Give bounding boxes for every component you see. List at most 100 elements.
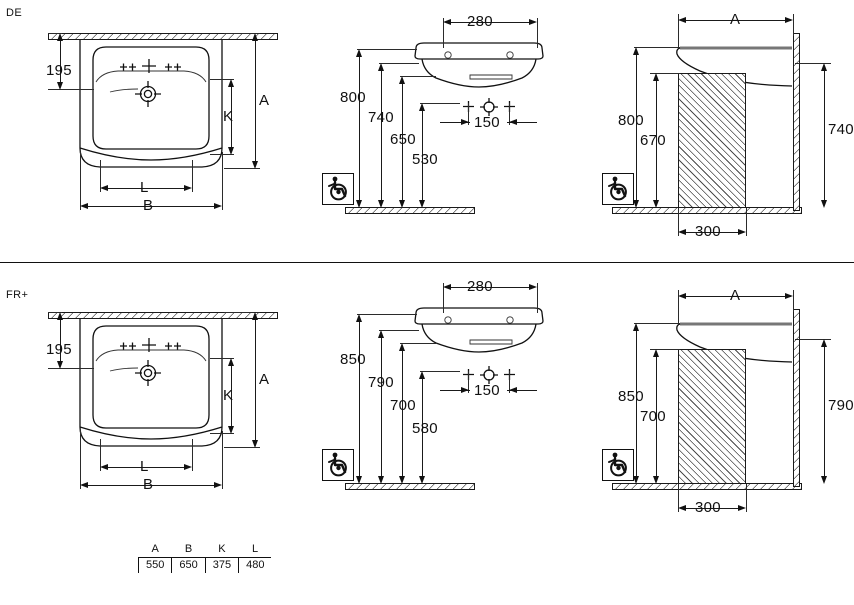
- dim-value-side-depth: A: [730, 11, 741, 28]
- arrowhead: [785, 293, 793, 299]
- ext-line: [443, 283, 444, 313]
- dim-value-height-800: 800: [340, 89, 366, 106]
- wall-hatch: [48, 312, 278, 319]
- basin-side-profile: [676, 320, 796, 366]
- dim-value-height-800: 800: [618, 112, 644, 129]
- arrowhead: [461, 387, 469, 393]
- ext-line: [224, 312, 260, 313]
- dim-line-700: [656, 352, 657, 480]
- dim-line-A: [681, 20, 791, 21]
- dim-value-tap-hole-spacing: 150: [474, 382, 500, 399]
- ext-line: [222, 152, 223, 210]
- ext-line: [795, 339, 831, 340]
- arrowhead: [633, 200, 639, 208]
- ext-line: [100, 160, 101, 192]
- arrowhead: [378, 200, 384, 208]
- ext-line: [357, 314, 417, 315]
- ext-line: [678, 290, 679, 324]
- ext-line: [192, 439, 193, 471]
- arrowhead: [378, 476, 384, 484]
- ext-line: [379, 330, 419, 331]
- taphole-marker-right: [163, 60, 183, 78]
- dim-line-280: [446, 287, 534, 288]
- ext-line: [537, 283, 538, 313]
- wheelchair-accessible-icon: [322, 173, 354, 205]
- arrowhead: [252, 161, 258, 169]
- taphole-marker-left: [118, 339, 138, 357]
- arrowhead: [678, 293, 686, 299]
- arrowhead: [252, 312, 258, 320]
- dim-value-height-790: 790: [828, 397, 854, 414]
- dim-line-B: [83, 206, 219, 207]
- ext-line: [224, 447, 260, 448]
- floor-hatch: [345, 483, 475, 490]
- dim-line-850: [359, 317, 360, 480]
- arrowhead: [100, 185, 108, 191]
- arrowhead: [653, 73, 659, 81]
- waste-outlet-icon: [479, 365, 499, 385]
- arrowhead: [214, 482, 222, 488]
- dim-line-150: [507, 122, 537, 123]
- wall-hatch: [793, 33, 800, 211]
- table-cell-l: 480: [246, 559, 265, 571]
- arrowhead: [378, 330, 384, 338]
- dim-value-bowl-depth: K: [223, 108, 234, 125]
- taphole-marker-center: [141, 58, 157, 79]
- arrowhead: [678, 17, 686, 23]
- ext-line: [80, 152, 81, 210]
- dim-value-height-850: 850: [618, 388, 644, 405]
- taphole-marker-right: [163, 339, 183, 357]
- dim-line-A: [681, 296, 791, 297]
- dim-value-bowl-depth: K: [223, 387, 234, 404]
- dim-line-790: [824, 342, 825, 480]
- arrowhead: [443, 19, 451, 25]
- dim-value-height-650: 650: [390, 131, 416, 148]
- arrowhead: [678, 505, 686, 511]
- dim-value-wall-offset: 195: [46, 62, 72, 79]
- arrowhead: [57, 361, 63, 369]
- dim-line-195: [60, 315, 61, 365]
- arrowhead: [653, 476, 659, 484]
- ext-line: [650, 73, 680, 74]
- ext-line: [100, 439, 101, 471]
- arrowhead: [184, 464, 192, 470]
- arrowhead: [356, 200, 362, 208]
- ext-line: [678, 14, 679, 48]
- dim-line-740: [381, 66, 382, 204]
- taphole-marker-center: [141, 337, 157, 358]
- ext-line: [678, 208, 679, 236]
- dim-value-height-740: 740: [368, 109, 394, 126]
- knee-space-hatch: [678, 349, 746, 484]
- dim-value-height-580: 580: [412, 420, 438, 437]
- dim-line-530: [422, 106, 423, 204]
- arrowhead: [378, 63, 384, 71]
- ext-line: [443, 18, 444, 48]
- ext-line: [222, 431, 223, 489]
- dim-line-300: [681, 232, 743, 233]
- arrowhead: [399, 476, 405, 484]
- dim-value-height-530: 530: [412, 151, 438, 168]
- dim-value-tap-spread: 280: [467, 278, 493, 295]
- table-cell-k: 375: [205, 557, 240, 573]
- arrowhead: [509, 387, 517, 393]
- dim-value-height-700: 700: [640, 408, 666, 425]
- dim-value-height-790: 790: [368, 374, 394, 391]
- arrowhead: [738, 229, 746, 235]
- ext-line: [634, 47, 680, 48]
- dim-line-670: [656, 76, 657, 204]
- dim-value-tap-hole-spacing: 150: [474, 114, 500, 131]
- dim-value-width-total: B: [143, 476, 154, 493]
- arrowhead: [509, 119, 517, 125]
- floor-hatch: [612, 207, 802, 214]
- ext-line: [468, 371, 469, 393]
- region-label-fr: FR+: [6, 289, 29, 301]
- wheelchair-accessible-icon: [602, 173, 634, 205]
- wall-hatch: [793, 309, 800, 487]
- dim-line-790: [381, 333, 382, 480]
- waste-outlet-icon: [479, 97, 499, 117]
- dim-line-800: [359, 52, 360, 204]
- dim-value-knee-depth: 300: [695, 499, 721, 516]
- dim-line-850: [636, 326, 637, 480]
- dim-line-650: [402, 79, 403, 204]
